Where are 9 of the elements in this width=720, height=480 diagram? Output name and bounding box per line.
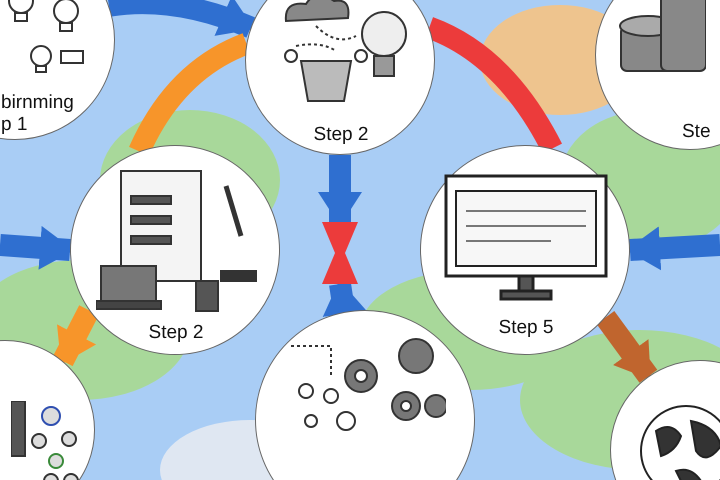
arrow xyxy=(108,0,255,38)
step-label: Step 2 xyxy=(148,322,204,344)
step-label: Step 2 xyxy=(312,124,370,146)
step-label: Ste xyxy=(682,121,712,143)
arrow xyxy=(596,311,658,383)
hourglass-shape xyxy=(322,222,358,284)
step-label: Step 5 xyxy=(498,317,554,339)
step-label: birnming p 1 xyxy=(1,92,75,136)
arrow xyxy=(53,305,99,366)
